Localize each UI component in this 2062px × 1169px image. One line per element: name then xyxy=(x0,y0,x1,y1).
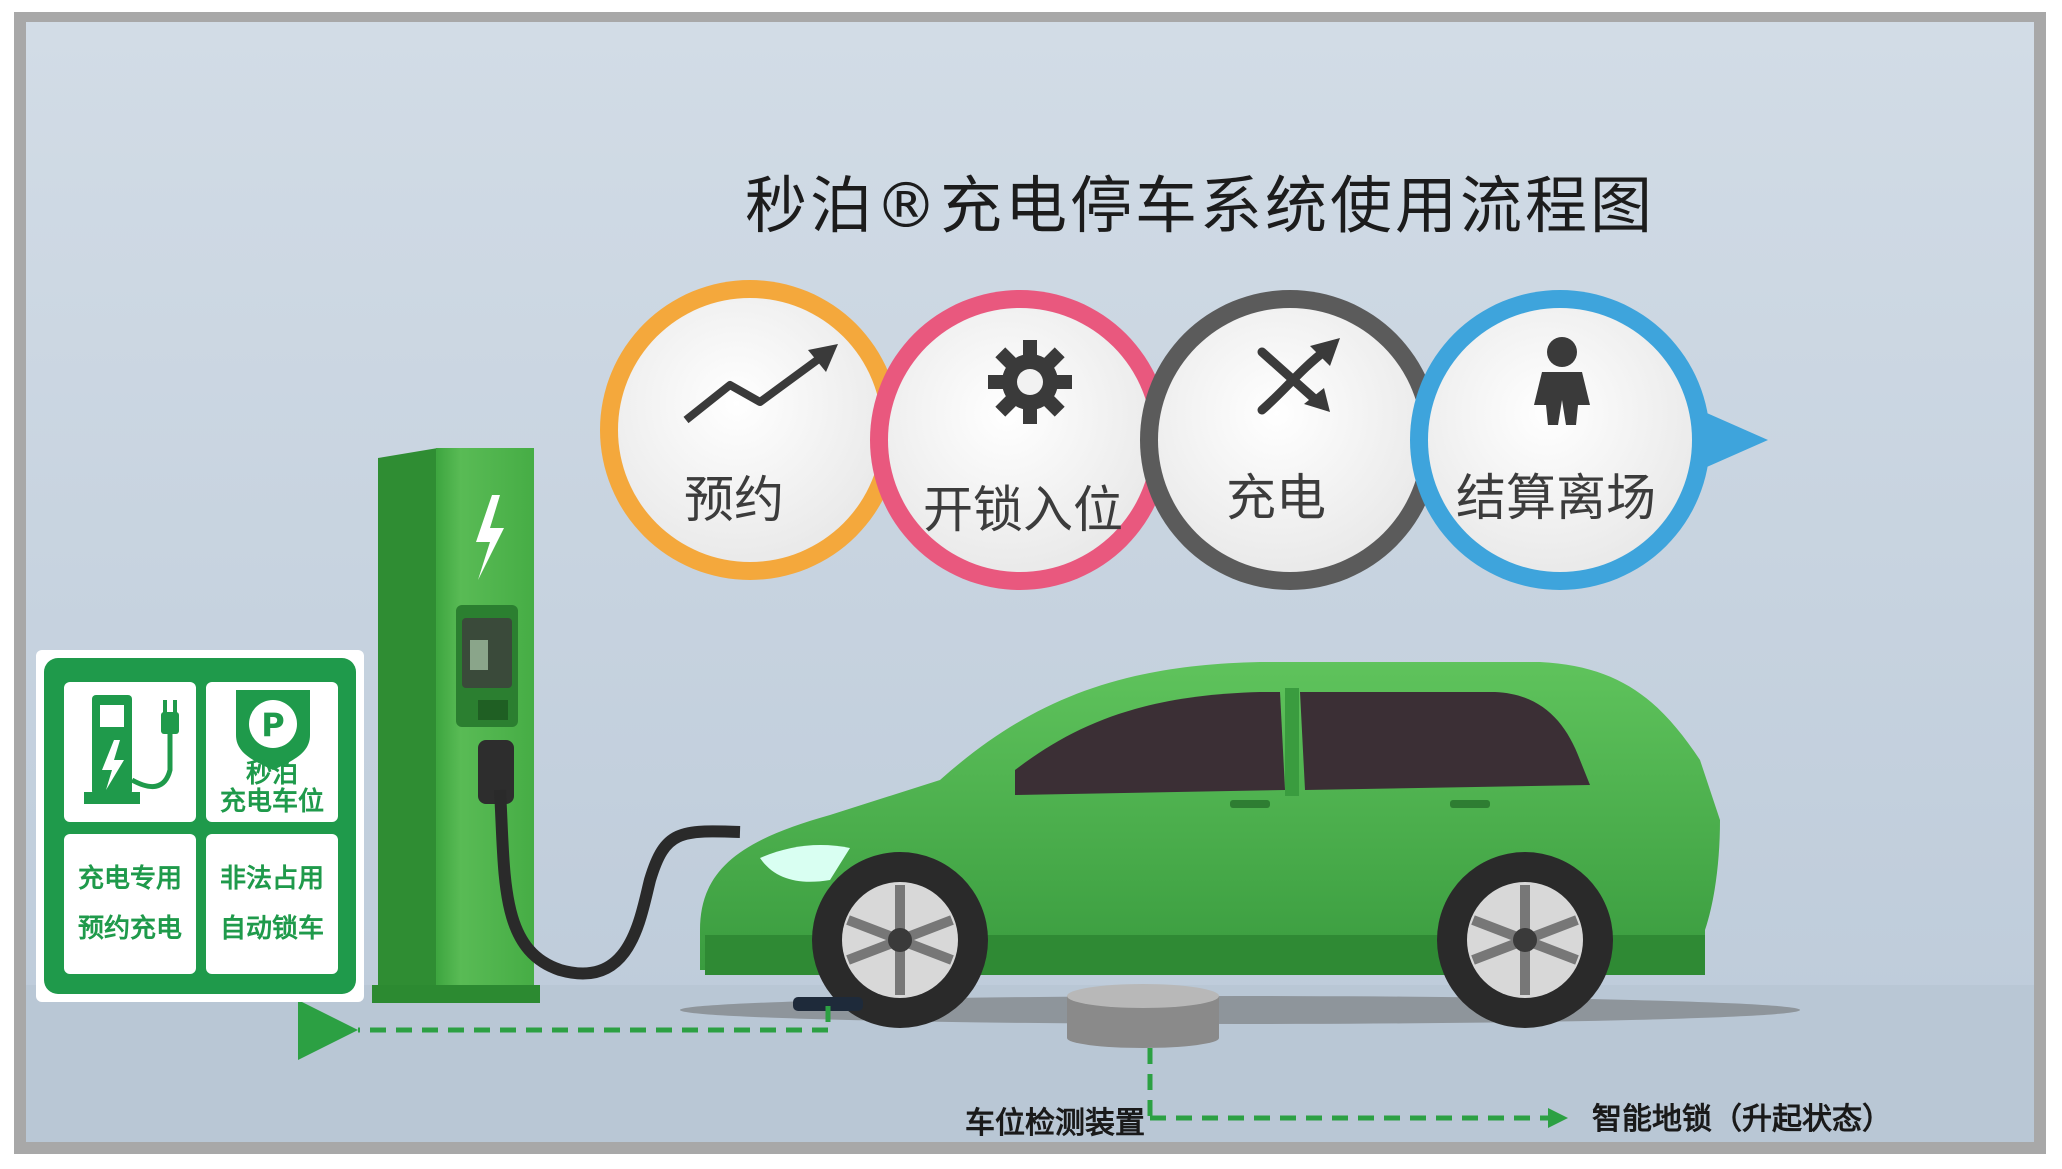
callout-ground-lock: 智能地锁（升起状态） xyxy=(1592,1102,1892,1137)
person-icon xyxy=(1534,337,1590,425)
step-label-reserve: 预约 xyxy=(684,471,784,529)
sign-bay-label: 秒泊 充电车位 xyxy=(219,759,324,817)
electric-car xyxy=(680,662,1800,1028)
charging-cable xyxy=(494,789,741,980)
charger-plug-icon xyxy=(84,695,179,804)
step-disc-unlock xyxy=(870,290,1228,590)
trend-up-arrow-icon xyxy=(683,354,823,424)
sign-dedicated-label: 充电专用 预约充电 xyxy=(77,864,182,944)
callout-detector: 车位检测装置 xyxy=(965,1106,1145,1141)
svg-text:P: P xyxy=(261,706,284,744)
parking-sign: P xyxy=(36,650,364,1002)
smart-ground-lock xyxy=(1067,984,1219,1048)
headlight xyxy=(760,845,850,882)
crossed-arrows-icon xyxy=(1257,338,1340,415)
gear-icon xyxy=(988,340,1072,424)
parking-detector-device xyxy=(793,997,863,1011)
trend-arrow-head-icon xyxy=(808,344,838,372)
rear-wheel xyxy=(1437,852,1613,1028)
step-label-settle: 结算离场 xyxy=(1456,469,1656,527)
parking-p-icon: P xyxy=(236,690,310,770)
step-label-unlock: 开锁入位 xyxy=(923,481,1123,539)
sign-lock-label: 非法占用 自动锁车 xyxy=(219,864,324,944)
step-disc-settle xyxy=(1410,290,1768,590)
lightning-bolt-icon xyxy=(476,495,504,580)
dashed-connectors xyxy=(298,1000,1550,1121)
step-label-charge: 充电 xyxy=(1226,469,1326,527)
dashed-arrow-head-right xyxy=(1548,1108,1568,1128)
front-wheel xyxy=(812,852,988,1028)
page-title: 秒泊®充电停车系统使用流程图 xyxy=(744,169,1655,242)
charging-pile xyxy=(372,448,540,1003)
